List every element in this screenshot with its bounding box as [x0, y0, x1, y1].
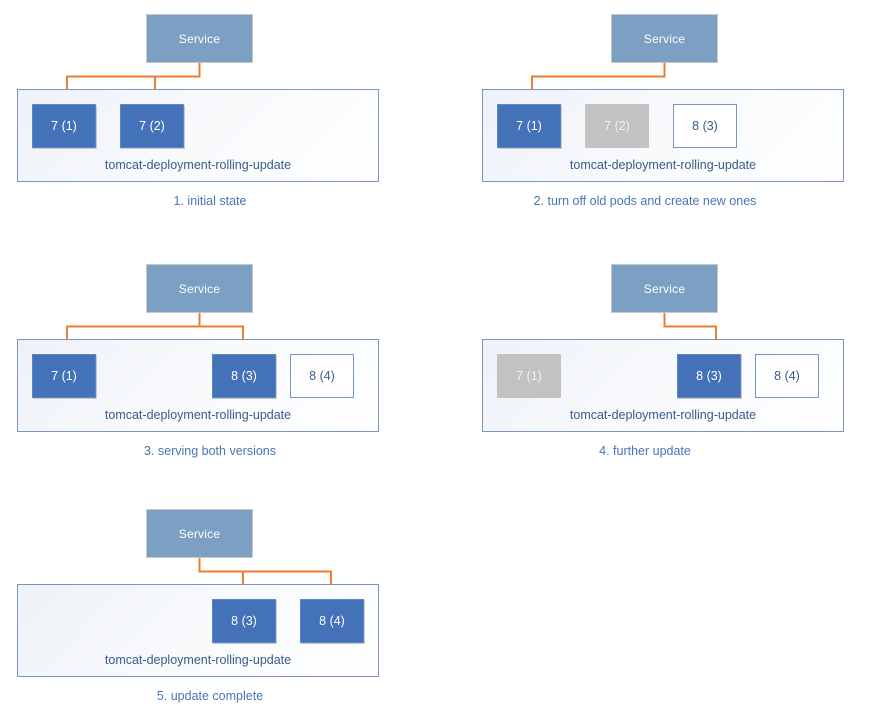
pod-box: 8 (3): [212, 599, 276, 643]
panel-update-complete: Service 8 (3) 8 (4) tomcat-deployment-ro…: [0, 495, 420, 725]
pod-box: 8 (3): [677, 354, 741, 398]
pod-box: 7 (1): [32, 354, 96, 398]
pod-box: 8 (4): [755, 354, 819, 398]
service-box: Service: [146, 14, 253, 63]
pod-box: 7 (1): [497, 104, 561, 148]
service-label: Service: [178, 526, 221, 541]
panel-caption: 1. initial state: [173, 194, 247, 208]
deployment-container: 7 (1) 7 (2) tomcat-deployment-rolling-up…: [17, 89, 379, 182]
pod-label: 8 (3): [692, 119, 718, 133]
deployment-container: 7 (1) 8 (3) 8 (4) tomcat-deployment-roll…: [482, 339, 844, 432]
deployment-container: 8 (3) 8 (4) tomcat-deployment-rolling-up…: [17, 584, 379, 677]
pod-label: 8 (3): [696, 369, 722, 383]
deployment-container: 7 (1) 8 (3) 8 (4) tomcat-deployment-roll…: [17, 339, 379, 432]
service-label: Service: [178, 281, 221, 296]
panel-initial-state: Service 7 (1) 7 (2) tomcat-deployment-ro…: [0, 0, 420, 230]
pod-label: 8 (3): [231, 614, 257, 628]
pod-label: 7 (1): [51, 119, 77, 133]
panel-caption: 5. update complete: [156, 689, 264, 703]
pod-label: 8 (4): [309, 369, 335, 383]
pod-box: 7 (2): [585, 104, 649, 148]
pod-label: 7 (2): [604, 119, 630, 133]
deployment-label: tomcat-deployment-rolling-update: [569, 158, 757, 172]
service-box: Service: [611, 264, 718, 313]
service-box: Service: [146, 509, 253, 558]
deployment-label: tomcat-deployment-rolling-update: [104, 653, 292, 667]
panel-turn-off-old-pods: Service 7 (1) 7 (2) 8 (3) tomcat-deploym…: [435, 0, 855, 230]
pod-box: 8 (3): [212, 354, 276, 398]
pod-label: 7 (2): [139, 119, 165, 133]
deployment-label: tomcat-deployment-rolling-update: [104, 158, 292, 172]
deployment-container: 7 (1) 7 (2) 8 (3) tomcat-deployment-roll…: [482, 89, 844, 182]
pod-box: 8 (4): [300, 599, 364, 643]
deployment-label: tomcat-deployment-rolling-update: [104, 408, 292, 422]
panel-further-update: Service 7 (1) 8 (3) 8 (4) tomcat-deploym…: [435, 250, 855, 480]
panel-caption: 2. turn off old pods and create new ones: [533, 194, 757, 208]
panel-caption: 4. further update: [599, 444, 691, 458]
panel-caption: 3. serving both versions: [143, 444, 276, 458]
pod-box: 7 (1): [32, 104, 96, 148]
service-box: Service: [146, 264, 253, 313]
pod-label: 7 (1): [516, 119, 542, 133]
service-label: Service: [643, 281, 686, 296]
pod-box: 8 (4): [290, 354, 354, 398]
service-label: Service: [643, 31, 686, 46]
pod-box: 8 (3): [673, 104, 737, 148]
service-label: Service: [178, 31, 221, 46]
panel-serving-both-versions: Service 7 (1) 8 (3) 8 (4) tomcat-deploym…: [0, 250, 420, 480]
pod-label: 7 (1): [51, 369, 77, 383]
pod-box: 7 (1): [497, 354, 561, 398]
deployment-label: tomcat-deployment-rolling-update: [569, 408, 757, 422]
service-box: Service: [611, 14, 718, 63]
pod-label: 8 (4): [319, 614, 345, 628]
pod-label: 7 (1): [516, 369, 542, 383]
pod-box: 7 (2): [120, 104, 184, 148]
pod-label: 8 (3): [231, 369, 257, 383]
pod-label: 8 (4): [774, 369, 800, 383]
